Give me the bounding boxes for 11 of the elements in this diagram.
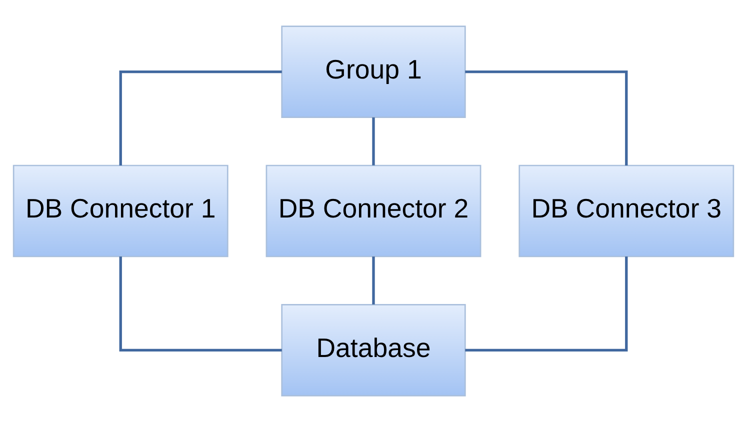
node-box: DB Connector 1 <box>12 164 228 257</box>
node-box: Database <box>281 304 466 396</box>
connector <box>119 70 282 165</box>
connector <box>372 116 375 165</box>
node-box: DB Connector 3 <box>518 164 734 257</box>
connector <box>372 256 375 304</box>
connector <box>465 256 628 351</box>
node-box: Group 1 <box>281 25 466 118</box>
connector <box>119 256 282 351</box>
node-box: DB Connector 2 <box>266 164 482 257</box>
connector <box>465 70 628 165</box>
